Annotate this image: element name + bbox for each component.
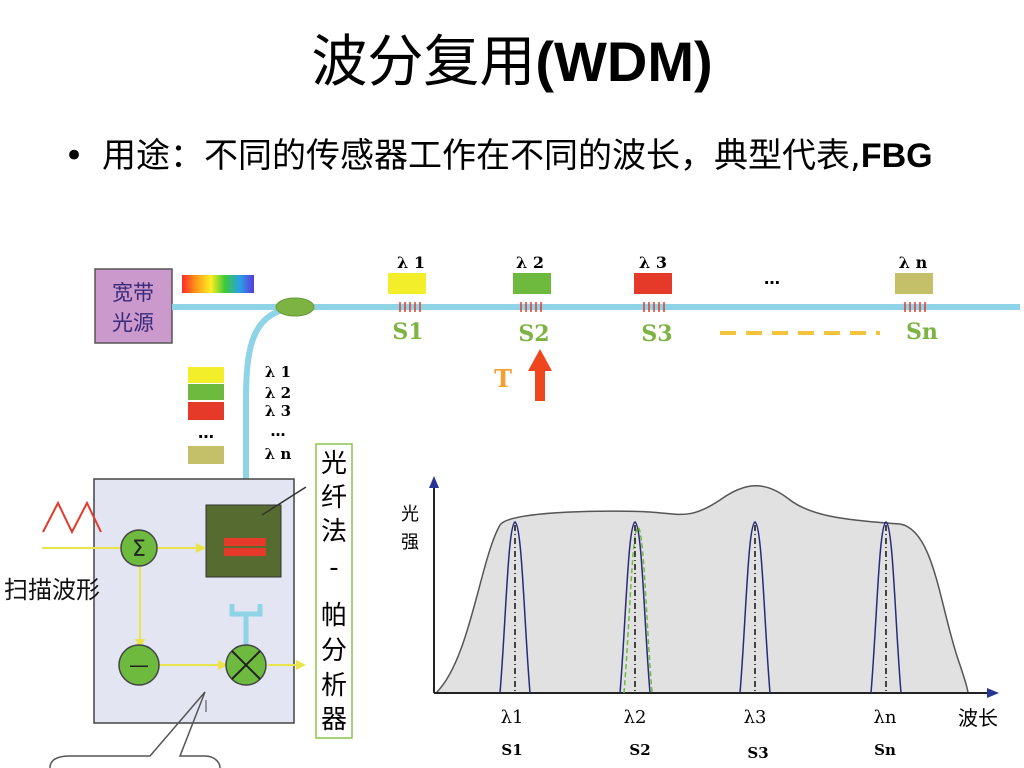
y-label-1: 光: [401, 504, 419, 525]
title-english: (WDM): [535, 30, 713, 93]
sum-symbol-icon: Σ: [132, 537, 146, 562]
lambdan-block: [895, 273, 933, 294]
analyzer-label: 光 纤 法 - 帕 分 析 器: [321, 449, 347, 735]
sensor-s3: S3: [641, 321, 672, 347]
analyzer-char-5: 帕: [321, 601, 347, 631]
top-lambda-2: λ 2: [516, 253, 544, 272]
arrow-to-minus-icon: [135, 639, 145, 649]
return-block-1: [188, 367, 224, 383]
peak-label-1: λ1: [501, 707, 524, 728]
analyzer-char-1: 光: [321, 449, 347, 479]
peak-label-2: λ2: [624, 707, 647, 728]
analyzer-char-6: 分: [321, 636, 347, 666]
return-lambda-1: λ 1: [265, 363, 291, 381]
broadband-source-box: [94, 268, 173, 344]
lambda3-block: [634, 273, 672, 294]
top-lambda-3: λ 3: [639, 253, 667, 272]
x-axis-arrow-icon: [987, 688, 999, 698]
top-lambda-dots: …: [764, 269, 780, 288]
scan-waveform-icon: [42, 500, 102, 535]
y-axis-arrow-icon: [429, 476, 439, 488]
arrow-to-filter-icon: [196, 543, 206, 553]
return-block-3: [188, 402, 224, 420]
analyzer-char-3: 法: [321, 517, 347, 547]
spectrum-envelope: [434, 485, 969, 694]
peak-2: [619, 521, 651, 694]
sensor-s1: S1: [392, 319, 423, 345]
title-chinese: 波分复用: [311, 30, 536, 95]
minus-symbol-icon: —: [129, 653, 149, 677]
peak-sensor-n: Sn: [874, 741, 896, 759]
top-lambda-1: λ 1: [397, 253, 425, 272]
analyzer-pointer: [261, 486, 307, 516]
return-lambda-2: λ 2: [265, 384, 291, 402]
bullet-bold: FBG: [860, 137, 933, 175]
bullet-text: 用途：不同的传感器工作在不同的波长，典型代表,FBG: [102, 136, 962, 176]
temperature-label: T: [494, 364, 512, 393]
x-axis-label: 波长: [958, 706, 998, 730]
rainbow-spectrum: [182, 275, 254, 293]
sensor-s2: S2: [518, 321, 549, 347]
peak-n: [870, 521, 902, 694]
callout-bubble: [49, 691, 221, 768]
fiber-coupler: [275, 297, 315, 317]
peak-2-shifted: [623, 526, 653, 694]
sensor-sn: Sn: [906, 319, 938, 345]
spectrum-peaks: [499, 521, 902, 694]
bullet-dot: •: [64, 136, 85, 176]
peak-1: [499, 521, 531, 694]
return-block-n: [188, 446, 224, 464]
slide-title: 波分复用(WDM): [0, 22, 1024, 103]
return-lambda-n: λ n: [265, 445, 292, 463]
analyzer-char-8: 器: [321, 705, 347, 735]
peak-sensor-3: S3: [747, 744, 768, 762]
lambda1-block: [388, 273, 426, 294]
sum-circle: [120, 529, 158, 567]
temperature-arrow-icon: [528, 349, 552, 401]
analyzer-char-4: -: [329, 553, 338, 583]
arrow-to-mult-icon: [218, 660, 228, 670]
minus-circle: [118, 644, 160, 686]
y-label-2: 强: [401, 532, 419, 553]
top-lambda-n: λ n: [899, 253, 928, 272]
source-label-1: 宽带: [112, 281, 154, 305]
analyzer-label-box: [315, 443, 353, 739]
return-blocks-dots: …: [198, 423, 214, 442]
scan-waveform-label: 扫描波形: [4, 576, 100, 604]
grating-marks: [399, 302, 926, 312]
return-lambda-3: λ 3: [265, 402, 291, 420]
signal-lines: [42, 547, 300, 666]
peak-label-3: λ3: [744, 707, 767, 728]
analyzer-char-7: 析: [321, 671, 347, 701]
peak-sensor-1: S1: [501, 741, 522, 759]
return-lambda-dots: …: [271, 422, 286, 440]
mult-cross-b: [231, 650, 261, 680]
bullet-main: 用途：不同的传感器工作在不同的波长，典型代表,: [102, 136, 861, 176]
peak-sensor-2: S2: [629, 741, 650, 759]
analyzer-char-2: 纤: [321, 483, 347, 513]
arrow-output-icon: [296, 660, 306, 670]
source-label-2: 光源: [112, 311, 154, 335]
lambda2-block: [513, 273, 551, 294]
peak-3: [739, 521, 771, 694]
peak-label-n: λn: [873, 707, 896, 728]
return-block-2: [188, 384, 224, 400]
